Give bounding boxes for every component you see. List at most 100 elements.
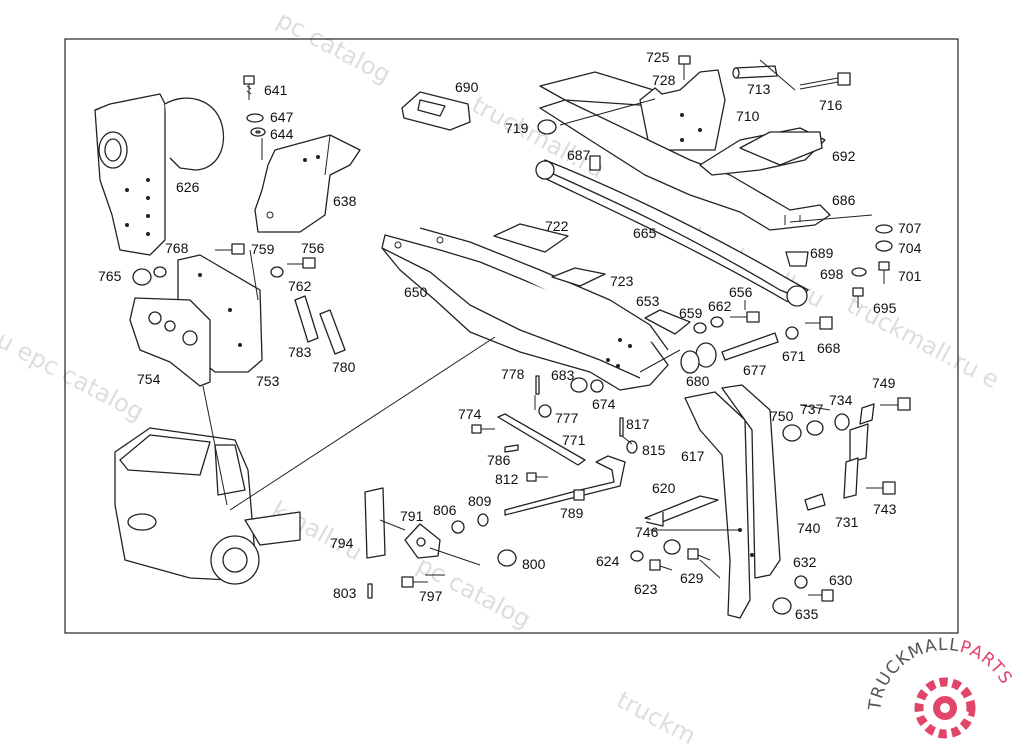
part-771-link [497,413,586,466]
callout-707: 707 [898,220,922,236]
callout-644: 644 [270,126,294,142]
part-791-bracket [404,523,441,559]
part-680-bushing [680,342,717,374]
callout-777: 777 [555,410,579,426]
part-623-bolt [649,559,673,571]
part-722-plate [493,223,569,253]
part-653-plate [644,309,691,335]
part-809-washer [477,513,489,527]
part-777-washer [538,404,552,418]
part-754-plate [129,297,211,387]
part-650-frame [381,227,669,391]
callout-737: 737 [800,401,824,417]
part-692-plate [739,131,823,166]
callout-647: 647 [270,109,294,125]
part-759-bolt [215,243,245,255]
callout-635: 635 [795,606,819,622]
callout-731: 731 [835,514,859,530]
callout-659: 659 [679,305,703,321]
part-765-nut [132,268,152,286]
callout-759: 759 [251,241,275,257]
part-743-bolt [866,481,896,495]
callout-674: 674 [592,396,616,412]
part-626-housing [94,93,224,256]
part-737-bushing [806,420,824,436]
part-701-bolt [878,261,890,284]
part-794-pad [364,487,386,559]
truck-cab-illustration [114,427,301,585]
part-716-bolt [799,72,851,90]
part-749-bolt [880,397,911,411]
callout-698: 698 [820,266,844,282]
part-698-washer [851,267,867,277]
callout-753: 753 [256,373,280,389]
callout-lines [249,59,873,579]
callout-701: 701 [898,268,922,284]
callout-677: 677 [743,362,767,378]
callout-653: 653 [636,293,660,309]
callout-623: 623 [634,581,658,597]
callout-668: 668 [817,340,841,356]
part-617-bracket [684,384,781,619]
part-671-washer [785,326,799,340]
callout-734: 734 [829,392,853,408]
part-641-bolt [243,75,255,100]
part-797-bolt [401,576,428,588]
part-629-bolt [687,548,711,561]
part-750-nut [782,424,802,442]
callout-641: 641 [264,82,288,98]
callout-806: 806 [433,502,457,518]
callout-695: 695 [873,300,897,316]
callout-809: 809 [468,493,492,509]
callout-690: 690 [455,79,479,95]
callout-815: 815 [642,442,666,458]
part-624-washer [630,550,644,562]
part-789-rod [504,455,626,516]
callout-750: 750 [770,408,794,424]
callout-789: 789 [560,505,584,521]
callout-754: 754 [137,371,161,387]
callout-662: 662 [708,298,732,314]
part-768-washer [153,266,167,278]
part-734-washer [834,413,850,431]
part-723-plate [551,267,606,287]
callout-686: 686 [832,192,856,208]
callout-624: 624 [596,553,620,569]
callout-680: 680 [686,373,710,389]
callout-803: 803 [333,585,357,601]
logo-text-accent: PARTS [958,637,1016,688]
part-746-nut [663,539,681,555]
part-783-strip [294,295,319,343]
callout-723: 723 [610,273,634,289]
callout-817: 817 [626,416,650,432]
part-806-washer [451,520,465,534]
callout-620: 620 [652,480,676,496]
part-687-bushing [589,155,601,171]
callout-656: 656 [729,284,753,300]
callout-778: 778 [501,366,525,382]
part-690-pad [401,91,471,131]
callout-762: 762 [288,278,312,294]
callout-650: 650 [404,284,428,300]
part-704-washer [875,240,893,252]
part-756-bolt [287,257,316,269]
callout-728: 728 [652,72,676,88]
callout-740: 740 [797,520,821,536]
part-762-washer [270,266,284,278]
callout-725: 725 [646,49,670,65]
callout-629: 629 [680,570,704,586]
watermark: u epc catalog [0,326,149,427]
callout-671: 671 [782,348,806,364]
callout-794: 794 [330,535,354,551]
callout-665: 665 [633,225,657,241]
callout-743: 743 [873,501,897,517]
part-786-pin [504,444,519,453]
watermark: truckmall.ru e [842,291,1004,395]
part-656-bolt [730,311,760,323]
callout-labels: 641 647 644 626 638 690 725 728 713 716 … [98,49,922,622]
callout-638: 638 [333,193,357,209]
part-632-washer [794,575,808,589]
part-774-bolt [471,424,495,434]
